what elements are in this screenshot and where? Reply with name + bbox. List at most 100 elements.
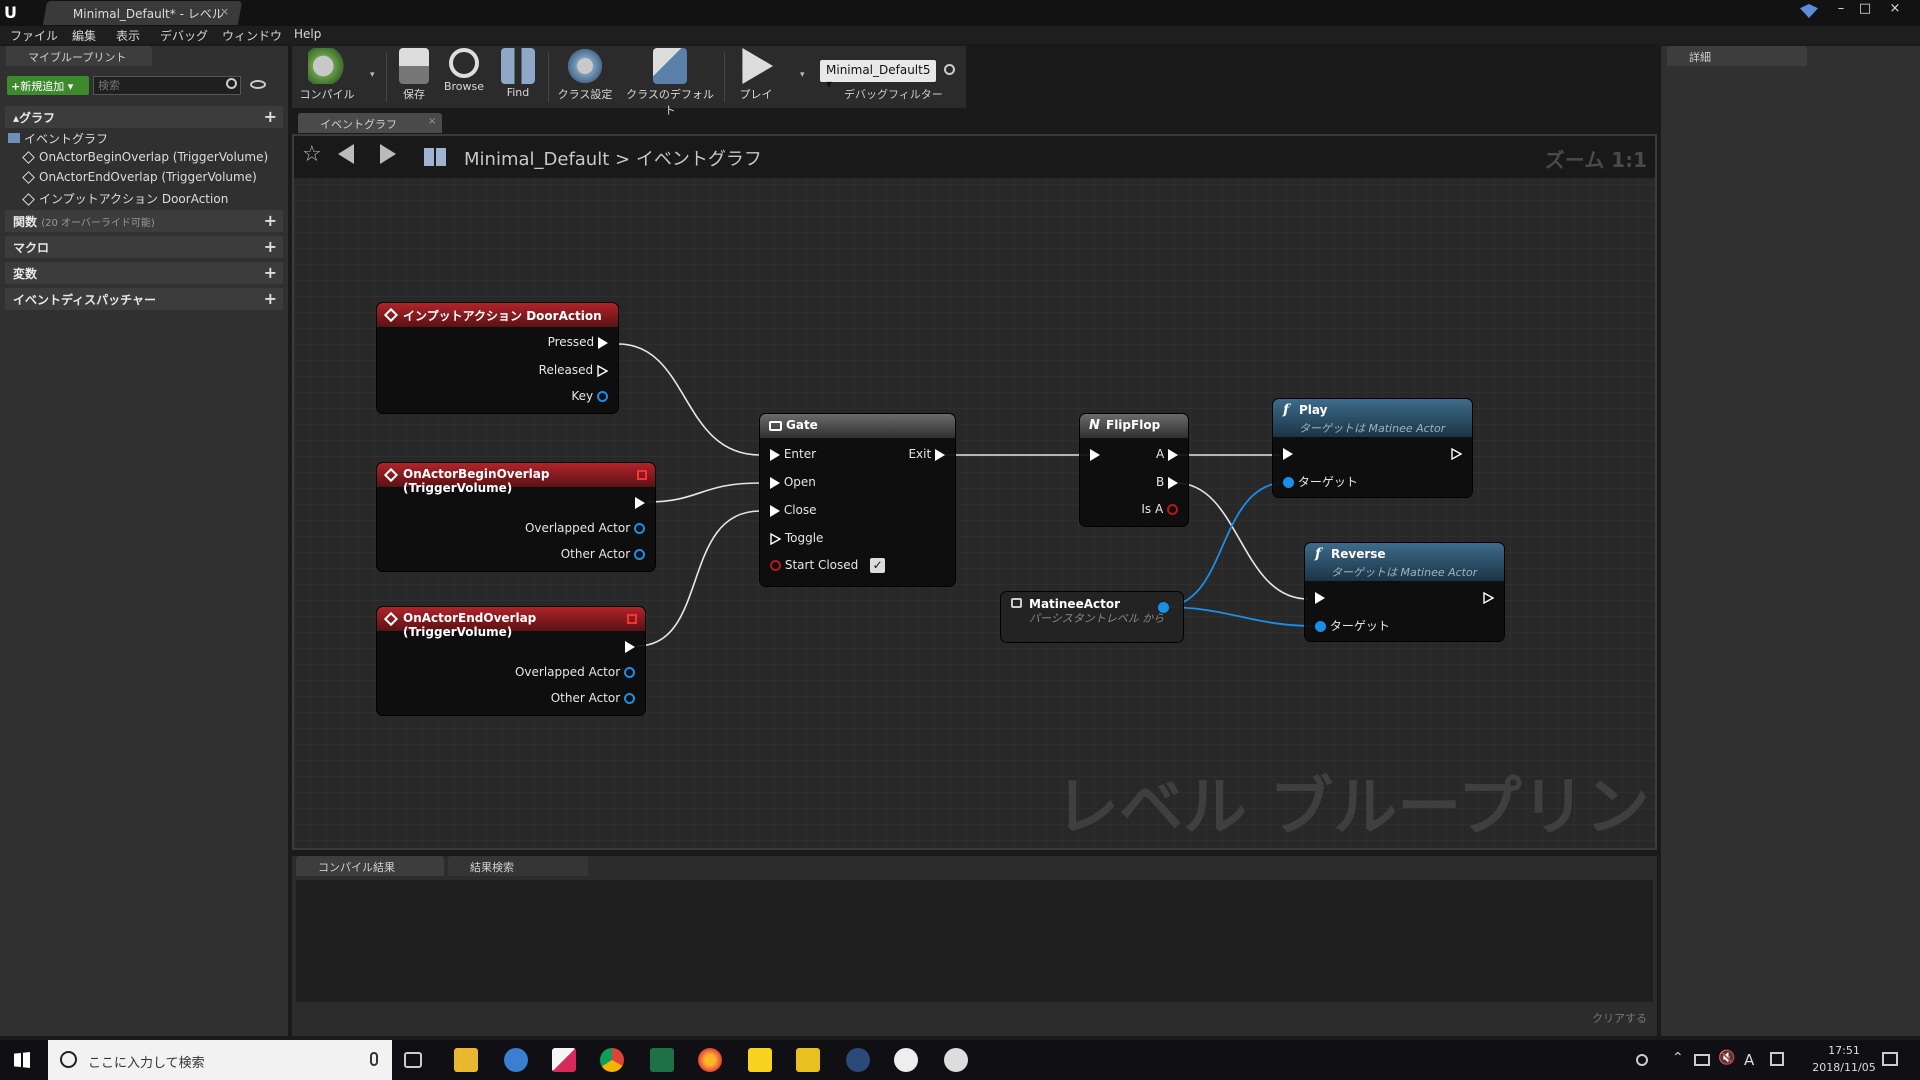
marketplace-icon[interactable]	[1800, 4, 1818, 18]
unreal-logo-icon[interactable]: U	[4, 3, 17, 22]
pin-overlapped-actor[interactable]: Overlapped Actor	[525, 521, 645, 535]
pin-pressed[interactable]: Pressed	[548, 335, 608, 349]
class-defaults-button[interactable]: クラスのデフォルト	[622, 48, 718, 117]
pin-exec-out[interactable]	[1483, 590, 1494, 604]
back-arrow-icon[interactable]	[338, 144, 354, 164]
clock-time[interactable]: 17:51	[1828, 1044, 1860, 1057]
pin-a[interactable]: A	[1156, 447, 1178, 461]
notification-center-icon[interactable]	[1882, 1052, 1898, 1066]
maximize-button[interactable]: □	[1858, 1, 1872, 16]
menu-window[interactable]: ウィンドウ	[222, 29, 283, 43]
node-end-overlap[interactable]: OnActorEndOverlap (TriggerVolume) Overla…	[377, 607, 645, 715]
minimize-button[interactable]: –	[1837, 1, 1845, 16]
windows-start-icon[interactable]	[14, 1052, 30, 1068]
add-dispatcher-plus-icon[interactable]: +	[263, 289, 277, 308]
pin-exec-in[interactable]	[1090, 447, 1100, 461]
add-macro-plus-icon[interactable]: +	[263, 237, 277, 256]
pin-exec-out[interactable]	[635, 495, 645, 509]
pin-exec-out[interactable]	[1451, 446, 1462, 460]
object-pin-icon[interactable]	[1158, 602, 1169, 613]
forward-arrow-icon[interactable]	[380, 144, 396, 164]
search-icon[interactable]	[226, 78, 237, 89]
ime-mode-icon[interactable]	[1770, 1052, 1784, 1066]
people-icon[interactable]	[1636, 1054, 1648, 1066]
node-begin-overlap[interactable]: OnActorBeginOverlap (TriggerVolume) Over…	[377, 463, 655, 571]
tree-event-graph[interactable]: イベントグラフ	[8, 130, 108, 147]
debug-object-select[interactable]: Minimal_Default5 ▾	[820, 60, 936, 91]
tab-close-icon[interactable]: ×	[220, 5, 230, 18]
steam-icon[interactable]	[846, 1048, 870, 1072]
tray-chevron-icon[interactable]: ⌃	[1672, 1050, 1684, 1066]
blueprint-search-input[interactable]	[93, 76, 241, 95]
add-function-plus-icon[interactable]: +	[263, 211, 277, 230]
slack-icon[interactable]	[944, 1048, 968, 1072]
pin-exec-in[interactable]	[1315, 590, 1325, 604]
tree-item-begin-overlap[interactable]: OnActorBeginOverlap (TriggerVolume)	[22, 150, 268, 164]
sticky-notes-icon[interactable]	[748, 1048, 772, 1072]
section-variables[interactable]: 変数+	[5, 262, 283, 284]
pin-start-closed[interactable]: Start Closed ✓	[770, 558, 886, 573]
tab-close-icon[interactable]: ×	[428, 116, 437, 127]
pin-other-actor[interactable]: Other Actor	[551, 691, 635, 705]
pin-released[interactable]: Released	[539, 363, 608, 377]
add-graph-plus-icon[interactable]: +	[263, 107, 277, 126]
breadcrumb-root[interactable]: Minimal_Default	[464, 149, 610, 170]
save-button[interactable]: 保存	[392, 48, 436, 106]
debug-search-icon[interactable]	[944, 64, 955, 75]
compile-button[interactable]: コンパイル	[296, 48, 358, 106]
find-button[interactable]: Find	[496, 48, 540, 106]
pin-exec-out[interactable]	[625, 639, 635, 653]
pin-target[interactable]: ターゲット	[1315, 617, 1390, 634]
play-options-chevron-icon[interactable]: ▾	[800, 70, 805, 80]
taskbar-search-box[interactable]: ここに入力して検索	[48, 1040, 392, 1080]
store-icon[interactable]	[552, 1048, 576, 1072]
pin-open[interactable]: Open	[770, 475, 816, 489]
menu-view[interactable]: 表示	[116, 29, 141, 43]
section-graph[interactable]: ▴グラフ+	[5, 106, 283, 128]
pin-b[interactable]: B	[1156, 475, 1178, 489]
document-tab[interactable]: Minimal_Default* - レベル	[42, 1, 243, 25]
menu-help[interactable]: Help	[294, 27, 322, 41]
close-button[interactable]: ×	[1889, 1, 1901, 16]
start-closed-checkbox[interactable]: ✓	[870, 558, 886, 573]
firefox-icon[interactable]	[698, 1048, 722, 1072]
node-gate[interactable]: Gate Enter Exit Open Close Toggle Start …	[760, 414, 955, 586]
clock-date[interactable]: 2018/11/05	[1812, 1061, 1876, 1074]
add-new-button[interactable]: +新規追加 ▾	[7, 76, 89, 95]
tab-details[interactable]: 詳細	[1667, 46, 1807, 66]
section-macros[interactable]: マクロ+	[5, 236, 283, 258]
excel-icon[interactable]	[650, 1048, 674, 1072]
compile-options-chevron-icon[interactable]: ▾	[370, 70, 375, 80]
pin-toggle[interactable]: Toggle	[770, 531, 823, 545]
menu-debug[interactable]: デバッグ	[160, 29, 209, 43]
menu-edit[interactable]: 編集	[72, 29, 97, 43]
volume-muted-icon[interactable]: 🔇	[1718, 1050, 1736, 1066]
file-explorer-icon[interactable]	[454, 1048, 478, 1072]
visibility-eye-icon[interactable]	[250, 80, 266, 89]
favorite-star-icon[interactable]: ☆	[302, 142, 322, 167]
task-view-icon[interactable]	[404, 1052, 422, 1068]
pin-is-a[interactable]: Is A	[1141, 502, 1178, 516]
my-blueprint-tab[interactable]: マイブループリント	[6, 46, 152, 66]
unreal-launcher-icon[interactable]	[894, 1048, 918, 1072]
tab-event-graph[interactable]: イベントグラフ	[298, 113, 442, 133]
play-button[interactable]: プレイ	[730, 48, 782, 106]
pin-exec-in[interactable]	[1283, 446, 1293, 460]
edge-browser-icon[interactable]	[504, 1048, 528, 1072]
pin-enter[interactable]: Enter	[770, 447, 816, 461]
tree-item-door-action[interactable]: インプットアクション DoorAction	[22, 190, 228, 207]
node-input-action-door[interactable]: インプットアクション DoorAction Pressed Released K…	[377, 303, 618, 413]
clear-button[interactable]: クリアする	[1592, 1012, 1647, 1025]
section-event-dispatchers[interactable]: イベントディスパッチャー+	[5, 288, 283, 310]
breadcrumb-leaf[interactable]: イベントグラフ	[635, 149, 762, 170]
menu-file[interactable]: ファイル	[10, 29, 59, 43]
network-icon[interactable]	[1694, 1054, 1710, 1066]
pin-key[interactable]: Key	[571, 389, 608, 403]
pin-target[interactable]: ターゲット	[1283, 473, 1358, 490]
pin-overlapped-actor[interactable]: Overlapped Actor	[515, 665, 635, 679]
chrome-icon[interactable]	[600, 1048, 624, 1072]
node-matinee-actor[interactable]: MatineeActor パーシスタントレベル から	[1001, 592, 1183, 642]
